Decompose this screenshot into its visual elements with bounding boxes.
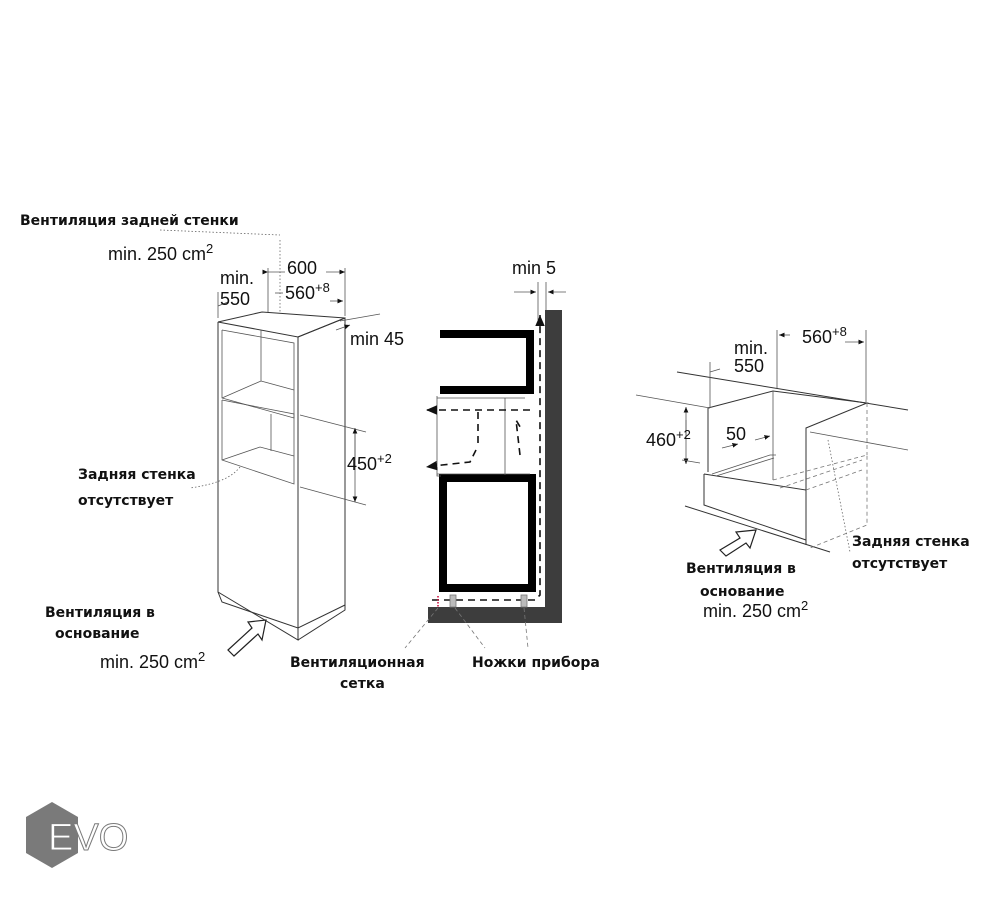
- min-45-label: min 45: [350, 329, 404, 349]
- min-5-label: min 5: [512, 258, 556, 278]
- no-back-wall-label-2: отсутствует: [78, 493, 174, 509]
- depth-min-label: min.: [220, 268, 254, 288]
- drawer-base-vent-label-2: основание: [700, 584, 785, 600]
- width-600-label: 600: [287, 258, 317, 278]
- drawer-base-vent-label: Вентиляция в: [686, 561, 796, 577]
- vent-grid-label: Вентиляционная: [290, 655, 425, 671]
- depth-550-label: 550: [220, 289, 250, 309]
- hexagon-logo-icon: [26, 802, 78, 868]
- cabinet-front: [217, 322, 299, 641]
- drawer-no-back-wall-label-2: отсутствует: [852, 556, 948, 572]
- drawer-height-460-label: 460+2: [646, 427, 691, 450]
- drawer-depth-min-label: min.: [734, 338, 768, 358]
- height-450-label: 450+2: [347, 451, 392, 474]
- cabinet-side: [297, 317, 346, 641]
- base-vent-label-2: основание: [55, 626, 140, 642]
- airflow-arrow-icon: [719, 529, 757, 557]
- section-drawing: [404, 282, 566, 649]
- drawer-no-back-wall-label: Задняя стенка: [852, 534, 970, 550]
- logo-text: EVO: [48, 817, 128, 859]
- rear-vent-area: min. 250 cm2: [108, 241, 213, 264]
- oven-body: [439, 474, 536, 592]
- drawer-width-560-label: 560+8: [802, 324, 847, 347]
- base-vent-label: Вентиляция в: [45, 605, 155, 621]
- width-560-label: 560+8: [285, 280, 330, 303]
- appliance-foot-front: [449, 594, 457, 608]
- drawer-unit-drawing: [635, 330, 909, 557]
- vent-grid-label-2: сетка: [340, 676, 385, 692]
- rear-vent-title: Вентиляция задней стенки: [20, 213, 239, 229]
- appliance-feet-label: Ножки прибора: [472, 655, 600, 671]
- gap-50-label: 50: [726, 424, 746, 444]
- no-back-wall-label: Задняя стенка: [78, 467, 196, 483]
- drawer-base-vent-area: min. 250 cm2: [703, 598, 808, 621]
- cabinet-top: [217, 311, 346, 338]
- airflow-arrow-icon: [227, 619, 267, 657]
- appliance-foot-rear: [520, 594, 528, 608]
- drawer-depth-550-label: 550: [734, 356, 764, 376]
- base-vent-area: min. 250 cm2: [100, 649, 205, 672]
- evo-logo: EVO: [26, 802, 129, 868]
- tall-cabinet-drawing: [159, 229, 381, 657]
- upper-unit: [440, 330, 534, 394]
- wall-and-floor: [428, 310, 562, 623]
